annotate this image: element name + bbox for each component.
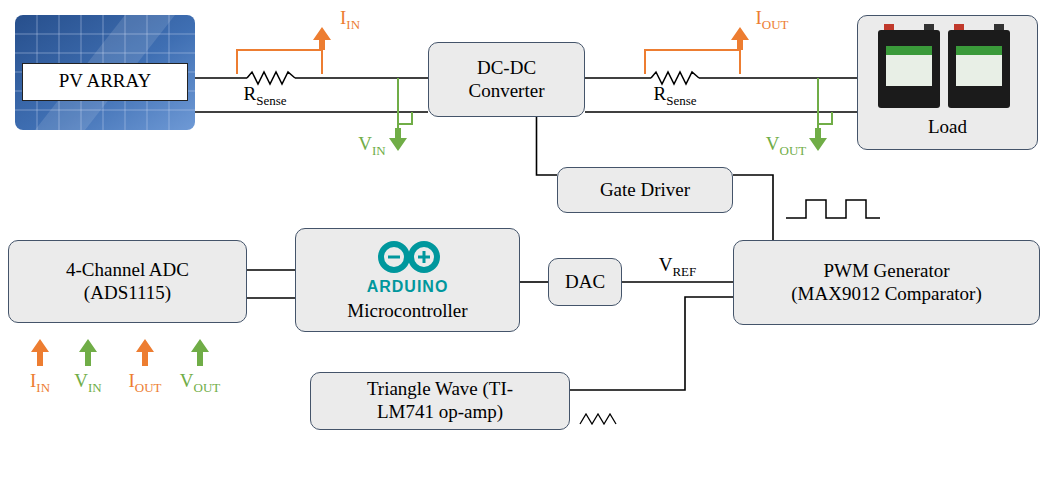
- voltage-arrow: [809, 128, 827, 151]
- wire: [247, 270, 295, 298]
- wire: [570, 297, 733, 390]
- battery-sticker: [886, 46, 932, 86]
- wire: [733, 175, 773, 240]
- wire-segment: [537, 117, 558, 175]
- signal-label: VOUT: [180, 371, 220, 395]
- wire-segment: [622, 281, 733, 283]
- signal-label: IOUT: [128, 371, 161, 395]
- resistor-label: RSense: [243, 84, 286, 108]
- resistor-label: RSense: [653, 84, 696, 108]
- box-label: Triangle Wave (TI-LM741 op-amp): [350, 378, 530, 424]
- logo-wordmark: ARDUINO: [367, 277, 449, 296]
- resistor-symbol: [247, 72, 295, 84]
- signal-label: VREF: [657, 255, 699, 279]
- dac-box: DAC: [548, 258, 622, 306]
- current-label: IIN: [340, 8, 360, 32]
- input-arrow: [136, 339, 154, 366]
- panel-label: PV ARRAY: [22, 63, 188, 101]
- battery-terminal: [994, 24, 1004, 31]
- pv-array-panel: PV ARRAY: [15, 15, 195, 130]
- wire-segment: [585, 77, 857, 79]
- current-sense-bracket: [645, 50, 740, 74]
- cell-grid: [15, 15, 195, 130]
- battery-body: [878, 30, 940, 108]
- current-arrow: [313, 27, 331, 50]
- signal-label: VIN: [74, 371, 101, 395]
- wire-segment: [247, 297, 295, 299]
- solar-cells: [15, 15, 195, 130]
- voltage-arrow: [389, 128, 407, 151]
- voltage-label: VIN: [358, 134, 385, 158]
- wire-segment: [195, 111, 428, 113]
- logo-ring: [411, 244, 437, 270]
- input-arrow: [79, 339, 97, 366]
- current-arrow: [731, 27, 749, 50]
- converter-box: DC-DC Converter: [428, 42, 585, 117]
- battery-sticker: [956, 46, 1002, 86]
- wire: [520, 282, 548, 283]
- battery-band: [886, 46, 932, 55]
- box-label: Microcontroller: [347, 300, 467, 323]
- battery-terminal: [954, 24, 964, 31]
- wire-segment: [585, 111, 857, 113]
- wire-segment: [570, 297, 733, 390]
- box-label: DC-DC Converter: [452, 57, 562, 103]
- battery-picture: [858, 16, 1039, 126]
- wire-segment: [247, 269, 295, 271]
- input-arrow: [191, 339, 209, 366]
- box-label: 4-Channel ADC (ADS1115): [53, 259, 203, 305]
- logo-ring: [381, 244, 407, 270]
- logo-plus: [418, 251, 430, 263]
- wire-segment: [520, 281, 548, 283]
- battery-terminal: [884, 24, 894, 31]
- box-label: Gate Driver: [600, 179, 690, 202]
- pwm-generator-box: PWM Generator (MAX9012 Comparator): [733, 240, 1040, 325]
- signal-label: IIN: [30, 371, 50, 395]
- wire-segment: [733, 175, 773, 240]
- gate-driver-box: Gate Driver: [557, 167, 733, 213]
- triangle-wave-symbol: [580, 414, 616, 424]
- square-wave-symbol: [786, 200, 880, 218]
- voltage-label: VOUT: [766, 134, 806, 158]
- adc-box: 4-Channel ADC (ADS1115): [8, 240, 247, 323]
- wire: [622, 282, 733, 283]
- input-arrow: [31, 339, 49, 366]
- box-label: DAC: [565, 271, 605, 294]
- voltage-sense-lead: [398, 78, 412, 128]
- triangle-wave-box: Triangle Wave (TI-LM741 op-amp): [310, 372, 570, 430]
- battery-body: [948, 30, 1010, 108]
- wire: [585, 78, 857, 112]
- wire: [195, 78, 428, 112]
- voltage-sense-lead: [818, 78, 832, 128]
- wire-segment: [195, 77, 428, 79]
- battery-terminal: [924, 24, 934, 31]
- box-label: Load: [928, 116, 967, 139]
- wire: [537, 117, 558, 175]
- logo-minus: [388, 256, 400, 259]
- microcontroller-box: ARDUINO Microcontroller: [295, 228, 520, 332]
- load-box: Load: [857, 15, 1038, 150]
- arduino-logo: [296, 229, 521, 279]
- current-label: IOUT: [755, 8, 788, 32]
- box-label: PWM Generator (MAX9012 Comparator): [784, 260, 989, 306]
- resistor-symbol: [651, 72, 699, 84]
- battery-band: [956, 46, 1002, 55]
- current-sense-bracket: [237, 50, 322, 74]
